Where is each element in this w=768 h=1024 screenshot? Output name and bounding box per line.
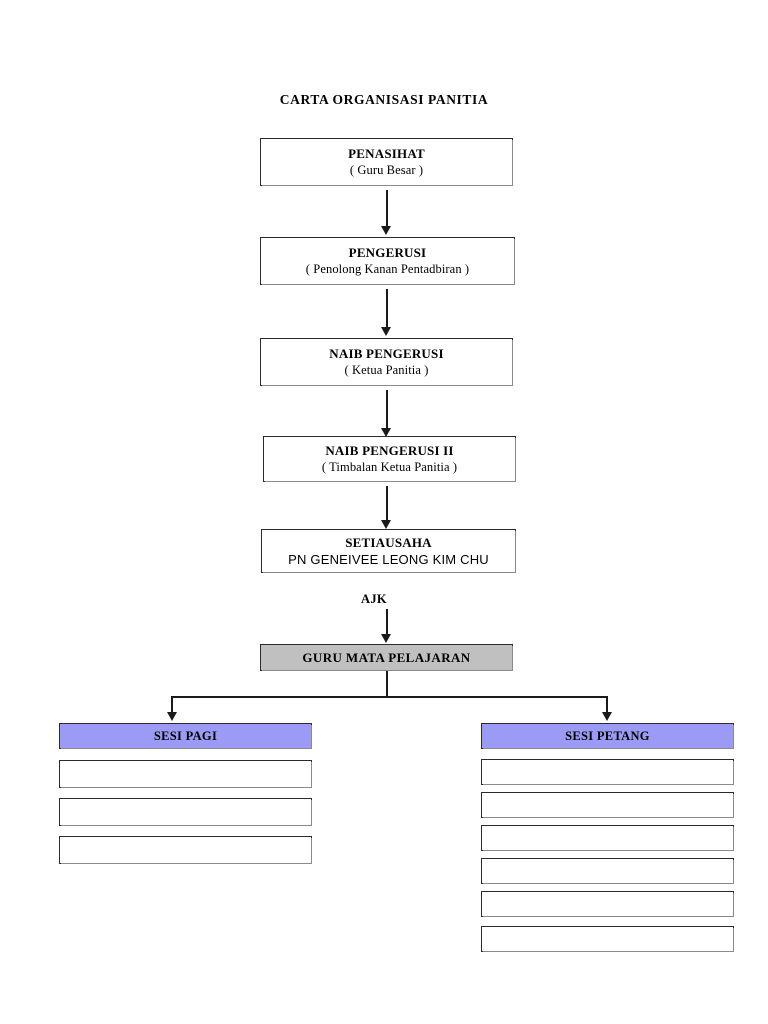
arrow-setiausaha-to-guru bbox=[381, 634, 391, 643]
connector-fork-horizontal bbox=[172, 696, 608, 698]
sesi-pagi-slot-1[interactable] bbox=[59, 760, 312, 788]
connector-naib-ii-to-setiausaha bbox=[386, 486, 388, 522]
node-setiausaha: SETIAUSAHA PN GENEIVEE LEONG KIM CHU bbox=[261, 529, 516, 573]
connector-fork-right-drop bbox=[606, 696, 608, 714]
node-naib-pengerusi-title: NAIB PENGERUSI bbox=[329, 346, 444, 362]
page-title: CARTA ORGANISASI PANITIA bbox=[279, 92, 489, 107]
sesi-petang-slot-6[interactable] bbox=[481, 926, 734, 952]
node-pengerusi: PENGERUSI ( Penolong Kanan Pentadbiran ) bbox=[260, 237, 515, 285]
sesi-petang-slot-1[interactable] bbox=[481, 759, 734, 785]
sesi-petang-slot-2[interactable] bbox=[481, 792, 734, 818]
node-naib-pengerusi-ii-title: NAIB PENGERUSI II bbox=[325, 443, 454, 459]
connector-label-ajk: AJK bbox=[361, 592, 387, 606]
connector-pengerusi-to-naib bbox=[386, 289, 388, 329]
node-naib-pengerusi-ii: NAIB PENGERUSI II ( Timbalan Ketua Panit… bbox=[263, 436, 516, 482]
connector-penasihat-to-pengerusi bbox=[386, 190, 388, 228]
node-setiausaha-subtitle: PN GENEIVEE LEONG KIM CHU bbox=[288, 551, 489, 567]
node-penasihat: PENASIHAT ( Guru Besar ) bbox=[260, 138, 513, 186]
connector-fork-left-drop bbox=[171, 696, 173, 714]
node-penasihat-title: PENASIHAT bbox=[348, 146, 425, 162]
node-naib-pengerusi-ii-subtitle: ( Timbalan Ketua Panitia ) bbox=[321, 459, 458, 474]
sesi-petang-slot-3[interactable] bbox=[481, 825, 734, 851]
session-header-sesi-petang: SESI PETANG bbox=[481, 723, 734, 749]
node-pengerusi-title: PENGERUSI bbox=[348, 245, 427, 261]
sesi-petang-slot-5[interactable] bbox=[481, 891, 734, 917]
node-penasihat-subtitle: ( Guru Besar ) bbox=[349, 162, 424, 177]
node-pengerusi-subtitle: ( Penolong Kanan Pentadbiran ) bbox=[305, 261, 470, 276]
sesi-pagi-slot-3[interactable] bbox=[59, 836, 312, 864]
arrow-to-sesi-petang bbox=[602, 712, 612, 721]
session-header-sesi-pagi-label: SESI PAGI bbox=[153, 728, 218, 743]
arrow-pengerusi-to-naib bbox=[381, 327, 391, 336]
node-setiausaha-title: SETIAUSAHA bbox=[345, 535, 432, 551]
sesi-pagi-slot-2[interactable] bbox=[59, 798, 312, 826]
session-header-sesi-petang-label: SESI PETANG bbox=[565, 728, 650, 743]
sesi-petang-slot-4[interactable] bbox=[481, 858, 734, 884]
node-naib-pengerusi: NAIB PENGERUSI ( Ketua Panitia ) bbox=[260, 338, 513, 386]
connector-naib-to-naib-ii bbox=[386, 390, 388, 430]
node-naib-pengerusi-subtitle: ( Ketua Panitia ) bbox=[344, 362, 429, 377]
node-guru-mata-pelajaran: GURU MATA PELAJARAN bbox=[260, 644, 513, 671]
connector-guru-trunk bbox=[386, 671, 388, 697]
arrow-naib-to-naib-ii bbox=[381, 428, 391, 437]
arrow-naib-ii-to-setiausaha bbox=[381, 520, 391, 529]
connector-setiausaha-to-guru bbox=[386, 609, 388, 637]
arrow-to-sesi-pagi bbox=[167, 712, 177, 721]
session-header-sesi-pagi: SESI PAGI bbox=[59, 723, 312, 749]
node-guru-mata-pelajaran-label: GURU MATA PELAJARAN bbox=[302, 649, 471, 665]
arrow-penasihat-to-pengerusi bbox=[381, 226, 391, 235]
